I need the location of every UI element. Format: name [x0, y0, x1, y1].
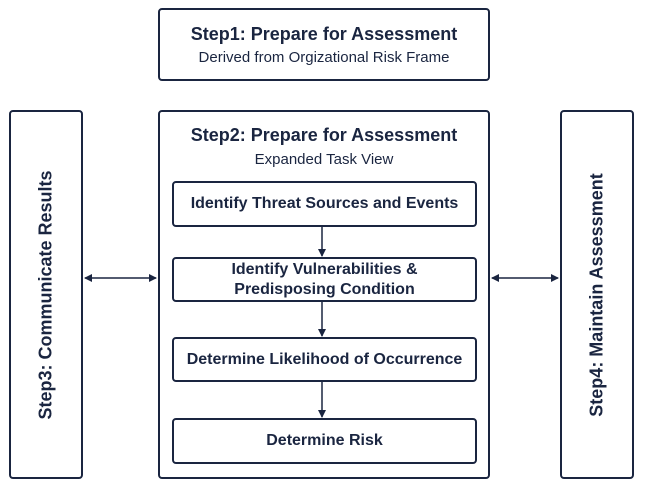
step2-subtitle: Expanded Task View — [254, 151, 394, 168]
step3-label: Step3: Communicate Results — [35, 169, 56, 420]
task-label: Determine Risk — [266, 432, 383, 449]
task-label: Identify Vulnerabilities & Predisposing … — [231, 260, 418, 298]
step2-title: Step2: Prepare for Assessment — [190, 125, 458, 145]
step1-title: Step1: Prepare for Assessment — [190, 24, 458, 44]
step3-box: Step3: Communicate Results — [9, 110, 83, 479]
task-determine-likelihood: Determine Likelihood of Occurrence — [172, 337, 477, 382]
task-label: Identify Threat Sources and Events — [190, 195, 459, 212]
step4-box: Step4: Maintain Assessment — [560, 110, 634, 479]
task-identify-threat-sources: Identify Threat Sources and Events — [172, 181, 477, 227]
task-determine-risk: Determine Risk — [172, 418, 477, 464]
step1-subtitle: Derived from Orgizational Risk Frame — [198, 49, 450, 66]
task-identify-vulnerabilities: Identify Vulnerabilities & Predisposing … — [172, 257, 477, 302]
step4-label: Step4: Maintain Assessment — [586, 172, 607, 417]
step1-box: Step1: Prepare for Assessment Derived fr… — [158, 8, 490, 81]
task-label: Determine Likelihood of Occurrence — [186, 350, 463, 368]
